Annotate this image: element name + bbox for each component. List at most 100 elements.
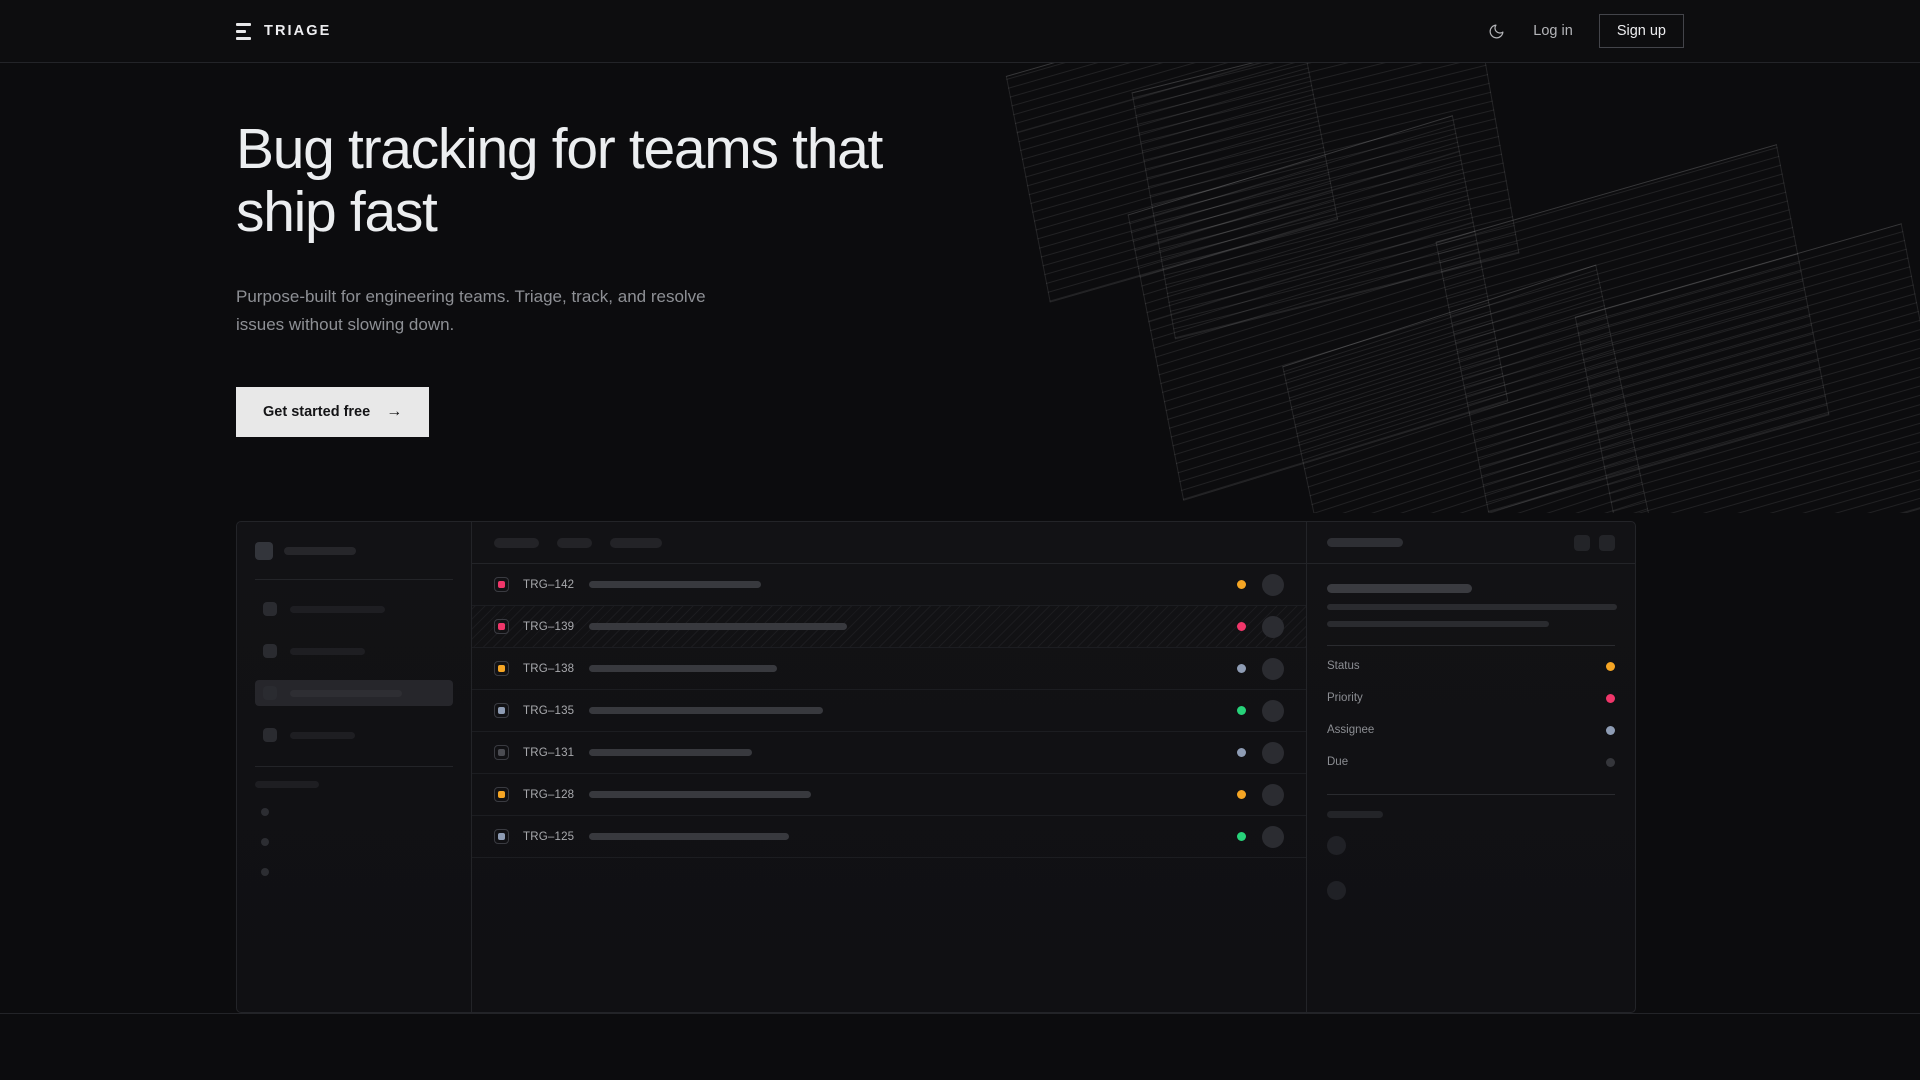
detail-meta-label: Priority [1327,692,1363,704]
mock-project-dot[interactable] [261,808,269,816]
signup-button[interactable]: Sign up [1598,14,1684,48]
get-started-button[interactable]: Get started free → [236,386,430,437]
issue-title-skeleton [589,791,811,798]
priority-badge-icon [494,619,509,634]
avatar [1262,783,1284,806]
brand-logo[interactable]: TRIAGE [236,22,332,40]
detail-meta-label: Status [1327,660,1360,672]
mock-nav-icon [263,644,277,658]
status-dot [1237,832,1246,841]
mock-detail-actions [1574,534,1615,551]
detail-meta-row[interactable]: Priority [1327,692,1615,704]
decor-slab [1131,63,1520,340]
detail-meta-label: Due [1327,756,1349,768]
issue-row-meta [1237,573,1284,596]
mock-list-toolbar [472,522,1306,564]
mock-project-dot[interactable] [261,838,269,846]
brand-name: TRIAGE [264,23,332,39]
issue-row[interactable]: TRG–128 [472,774,1306,816]
issue-title-skeleton [589,581,761,588]
issue-row[interactable]: TRG–135 [472,690,1306,732]
detail-meta-row[interactable]: Assignee [1327,724,1615,736]
priority-badge-icon [494,661,509,676]
square-icon[interactable] [1599,534,1615,551]
detail-meta-dot [1606,661,1615,671]
issue-id: TRG–128 [523,788,575,801]
cta-label: Get started free [263,403,371,420]
mock-filter-chip[interactable] [610,537,662,548]
header-nav: Log in Sign up [1485,14,1684,48]
avatar [1262,615,1284,638]
divider [1327,645,1615,646]
issue-id: TRG–131 [523,746,575,759]
mock-detail-header [1307,522,1635,564]
hero-subheading: Purpose-built for engineering teams. Tri… [236,286,706,335]
avatar [1327,881,1346,900]
issue-row-meta [1237,741,1284,764]
login-link[interactable]: Log in [1533,23,1573,39]
square-icon[interactable] [1574,534,1590,551]
avatar [1262,699,1284,722]
avatar [1262,657,1284,680]
mock-section-label [255,781,319,788]
mock-nav-icon [263,686,277,700]
status-dot [1237,748,1246,757]
mock-nav-item[interactable] [255,722,453,748]
issue-id: TRG–135 [523,704,575,717]
mock-workspace-switcher[interactable] [255,542,453,579]
detail-meta-row[interactable]: Due [1327,756,1615,768]
priority-badge-icon [494,577,509,592]
mock-nav-icon [263,602,277,616]
issue-row[interactable]: TRG–131 [472,732,1306,774]
mock-nav-item[interactable] [255,680,453,706]
status-dot [1237,706,1246,715]
detail-meta-row[interactable]: Status [1327,660,1615,672]
issue-row[interactable]: TRG–139 [472,606,1306,648]
mock-sidebar [237,522,472,1012]
mock-filter-chip[interactable] [494,537,539,548]
moon-icon[interactable] [1485,20,1507,42]
mock-project-dot[interactable] [261,868,269,876]
issue-title-skeleton [589,749,752,756]
skeleton-bar [290,731,355,739]
priority-badge-icon [494,745,509,760]
priority-badge-icon [494,703,509,718]
issue-row[interactable]: TRG–125 [472,816,1306,858]
status-dot [1237,790,1246,799]
status-dot [1237,664,1246,673]
issue-row-meta [1237,699,1284,722]
mock-nav-icon [263,728,277,742]
avatar [1262,573,1284,596]
issue-title-skeleton [589,665,777,672]
priority-badge-icon [494,829,509,844]
decor-slab [1282,264,1658,513]
avatar [1262,825,1284,848]
triage-bars-icon [236,22,251,40]
issue-title-skeleton [589,623,847,630]
issue-row[interactable]: TRG–138 [472,648,1306,690]
priority-badge-icon [494,787,509,802]
mock-filter-chip[interactable] [557,537,592,548]
mock-nav-list [255,596,453,748]
issue-id: TRG–142 [523,578,575,591]
skeleton-bar [284,547,356,555]
avatar [1327,836,1346,855]
decor-slab [1435,144,1830,513]
decor-slab [1574,223,1920,513]
mock-detail-desc-line [1327,604,1617,610]
divider [255,579,453,580]
issue-row-meta [1237,657,1284,680]
mock-nav-item[interactable] [255,596,453,622]
skeleton-bar [290,647,365,655]
issue-row[interactable]: TRG–142 [472,564,1306,606]
mock-nav-item[interactable] [255,638,453,664]
decor-slab [1127,115,1509,501]
skeleton-bar [1327,538,1403,547]
detail-meta-dot [1606,757,1615,767]
